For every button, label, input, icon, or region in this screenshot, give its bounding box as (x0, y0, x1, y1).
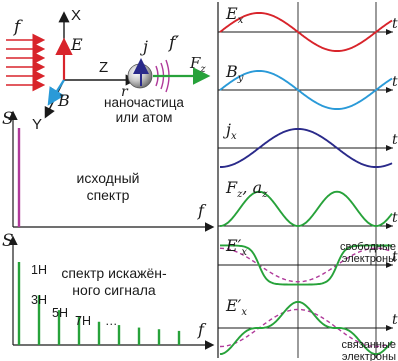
time-axis-label: t (392, 16, 398, 32)
time-axis-label: t (392, 312, 398, 328)
wave-label: E′x (225, 236, 247, 258)
electron-note: связанные (341, 339, 396, 351)
original-spectrum-caption-line2: спектр (87, 187, 130, 203)
wave-panel-4: Fz, az t (218, 178, 398, 229)
original-spectrum-f-label: f (197, 201, 207, 220)
wave-label: By (225, 62, 244, 84)
harmonic-label-ellipsis: … (105, 314, 118, 328)
time-axis-label: t (392, 210, 398, 226)
time-axis-label: t (392, 74, 398, 90)
scattered-fprime-label: f′ (167, 33, 179, 53)
wave-panel-2: By t (218, 62, 398, 109)
original-spectrum-s-label: S (2, 109, 14, 129)
harmonic-label-1h: 1H (31, 263, 47, 277)
distorted-spectrum-s-label: S (2, 231, 14, 251)
original-spectrum-caption-line1: исходный (77, 170, 140, 186)
electron-note: электроны (342, 351, 396, 361)
harmonic-label-3h: 3H (31, 293, 47, 307)
coordinate-axes-group: f X Z Y E B r j f′ Fz наночастица или ат… (6, 7, 206, 133)
electron-note: свободные (340, 241, 396, 253)
wave-label: jx (223, 120, 237, 142)
distorted-spectrum-caption-line1: спектр искажён- (61, 265, 167, 281)
wave-label: E′x (225, 296, 247, 318)
z-axis-label: Z (99, 59, 108, 76)
wave-panel-3: jx t (218, 120, 398, 167)
distorted-spectrum-panel: S f 1H 3H 5H 7H … спектр искажён- ного с… (2, 231, 212, 345)
e-vector-label: E (70, 35, 83, 54)
wave-label: Ex (225, 4, 244, 26)
y-axis-label: Y (32, 116, 42, 133)
time-axis-label: t (392, 132, 398, 148)
wave-label: Fz, az (225, 178, 268, 200)
x-axis-label: X (71, 7, 81, 24)
particle-caption-line1: наночастица (104, 95, 184, 110)
wave-panel-1: Ex t (218, 4, 398, 51)
electron-note: электроны (342, 253, 396, 265)
incoming-wave-arrows (6, 40, 42, 85)
particle-caption-line2: или атом (116, 110, 173, 125)
distorted-spectrum-f-label: f (197, 320, 207, 339)
b-vector-label: B (57, 91, 70, 110)
force-fz-label: Fz (189, 54, 206, 75)
incident-f-label: f (12, 17, 23, 37)
current-j-label: j (140, 37, 148, 56)
distorted-spectrum-caption-line2: ного сигнала (72, 282, 156, 298)
harmonic-label-7h: 7H (75, 314, 91, 328)
harmonic-label-5h: 5H (52, 306, 68, 320)
